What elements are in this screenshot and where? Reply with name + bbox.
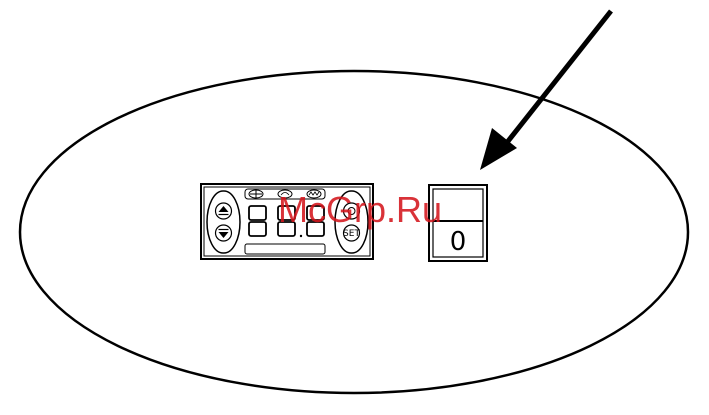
up-button[interactable] [216,203,232,219]
down-arrow-icon [219,230,229,239]
decimal-point [300,235,302,237]
left-button-group [207,191,240,253]
compressor-icon [249,190,263,198]
switch-off-label: 0 [450,227,467,257]
pointer-arrow-icon [480,11,611,170]
up-arrow-icon [219,206,229,215]
watermark-text: McGrp.Ru [278,189,442,230]
label-strip [245,244,325,254]
down-button[interactable] [216,225,232,241]
display-digit [249,206,266,236]
set-button-label: SET [343,229,360,239]
